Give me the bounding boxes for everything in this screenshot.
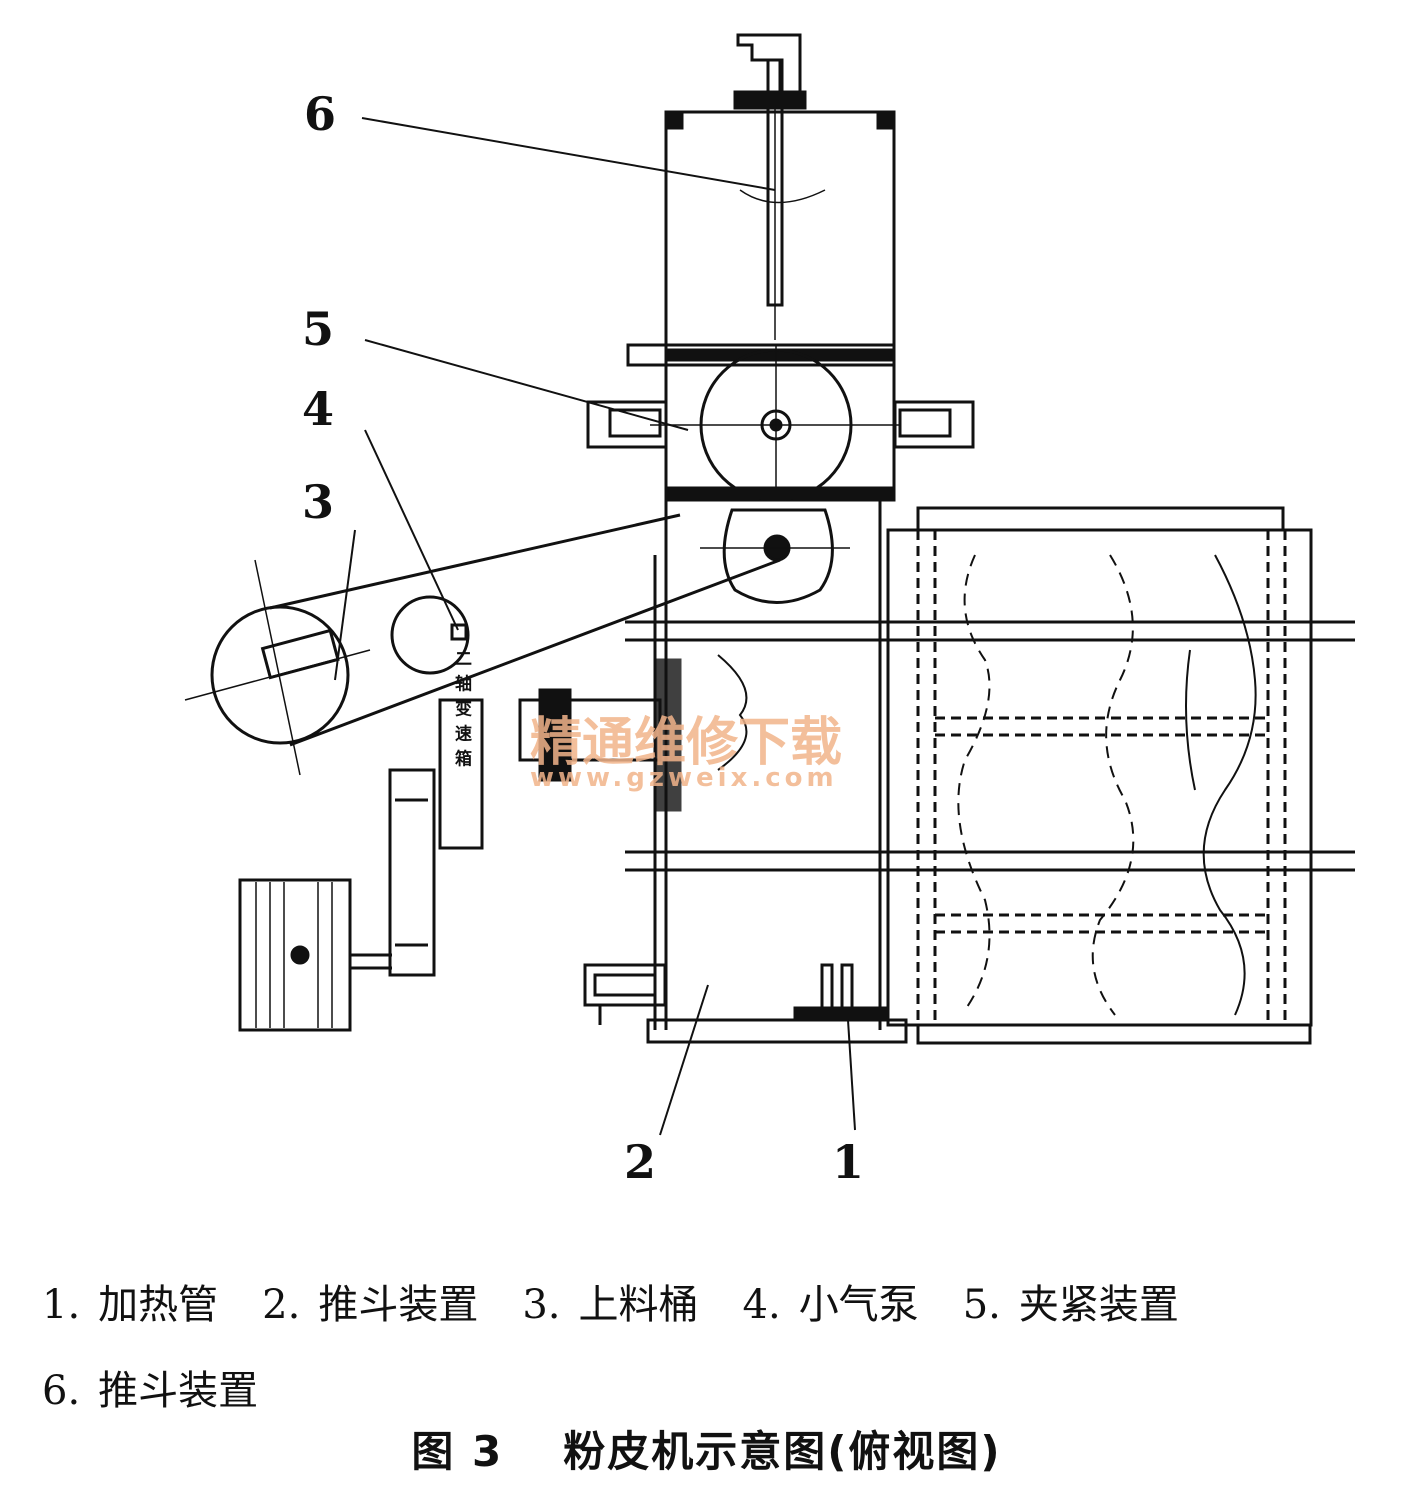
callout-5: 5 [302,302,334,356]
gearbox-label: 二轴变速箱 [451,650,472,775]
legend-item-3: 3.上料桶 [522,1282,699,1328]
machine-diagram: 6 5 4 3 2 1 二轴变速箱 精通维修下载 www.gzweix.com [184,33,1355,1189]
figure-caption: 图 3 粉皮机示意图(俯视图) [0,1418,1413,1479]
legend-item-4: 4.小气泵 [742,1282,919,1328]
legend-row-1: 1.加热管 2.推斗装置 3.上料桶 4.小气泵 5.夹紧装置 [42,1262,1402,1348]
clamp-device [586,343,975,502]
callout-2: 2 [624,1135,656,1189]
pusher-device-bottom [583,963,667,1025]
legend-row-2: 6.推斗装置 [42,1348,1402,1434]
gearbox [438,698,484,850]
leader-1 [847,1019,856,1131]
legend-item-6: 6.推斗装置 [42,1368,259,1414]
legend-item-1: 1.加热管 [42,1282,219,1328]
callout-6: 6 [304,87,336,141]
leader-6 [361,117,776,191]
pusher-device-top [733,33,826,340]
watermark-text: 精通维修下载 [530,713,842,773]
figure-number: 图 3 [411,1427,504,1476]
leader-2 [659,984,709,1136]
motor [238,878,392,1032]
leader-3 [334,529,356,681]
legend-item-2: 2.推斗装置 [262,1282,479,1328]
upper-chamber [664,110,896,352]
heating-pipe [793,963,887,1022]
legend-item-5: 5.夹紧装置 [962,1282,1179,1328]
callout-1: 1 [832,1135,864,1189]
figure-title: 粉皮机示意图(俯视图) [563,1427,1002,1476]
callout-4: 4 [302,382,334,436]
small-air-pump [390,595,470,675]
watermark-url: www.gzweix.com [530,763,838,793]
callout-3: 3 [302,475,334,529]
leader-4 [364,429,459,631]
leader-5 [364,339,689,431]
legend: 1.加热管 2.推斗装置 3.上料桶 4.小气泵 5.夹紧装置 6.推斗装置 [42,1262,1402,1434]
conveyor-tank [886,506,1313,1045]
